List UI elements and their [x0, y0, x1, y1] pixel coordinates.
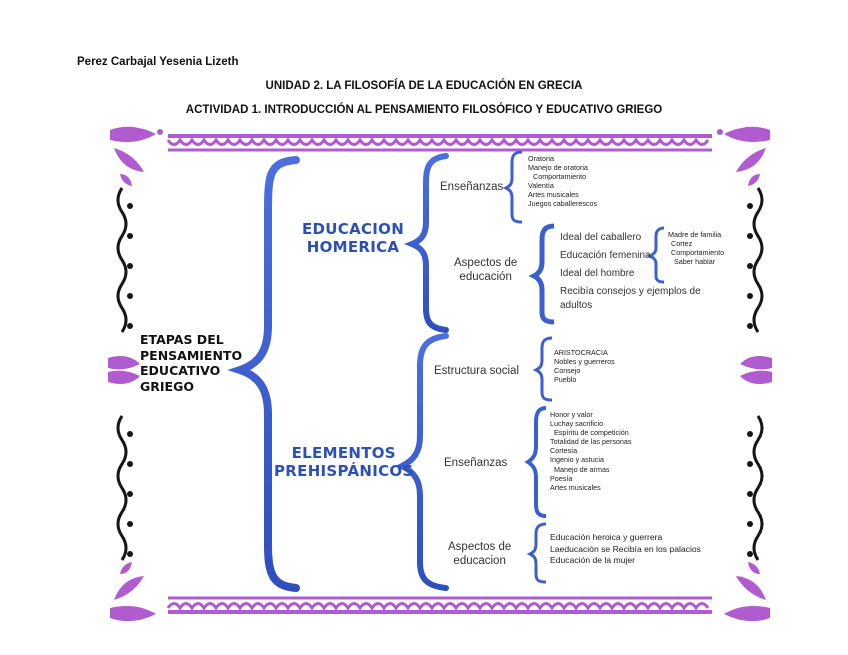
- homerica-ensenanzas-list: Oratoria Manejo de oratoria Comportamien…: [528, 154, 597, 209]
- side-ornament-left-middle: [108, 356, 140, 384]
- root-title-line: PENSAMIENTO: [140, 347, 243, 363]
- list-item: Pueblo: [554, 375, 577, 385]
- brace-prehispanicos-ensenanzas: [524, 406, 547, 518]
- list-item: Manejo de oratoria: [528, 163, 588, 173]
- estructura-social-list: ARISTOCRACIA Nobles y guerreros Consejo …: [554, 348, 615, 384]
- poster-decorations: [108, 126, 772, 622]
- estructura-social-label: Estructura social: [434, 365, 520, 377]
- prehispanicos-aspectos-label-line: educacion: [453, 555, 506, 567]
- aspecto-item: Ideal del hombre: [560, 268, 635, 279]
- list-item: Oratoria: [528, 154, 554, 163]
- corner-ornament-bottom-left: [110, 562, 156, 622]
- homerica-aspectos-label-line: educación: [459, 271, 512, 283]
- brace-prehispanicos-aspectos: [526, 522, 547, 584]
- corner-ornament-bottom-right: [724, 562, 770, 622]
- list-item: Artes musicales: [528, 190, 579, 200]
- list-item: ARISTOCRACIA: [554, 348, 608, 357]
- bottom-border: [166, 596, 712, 614]
- homerica-aspectos-label-line: Aspectos de: [454, 257, 518, 269]
- brace-homerica-aspectos: [528, 223, 555, 325]
- prehispanicos-aspectos-list: Educación heroica y guerrera Laeducación…: [550, 532, 701, 567]
- prehispanicos-title: ELEMENTOS PREHISPÁNICOS: [274, 444, 414, 480]
- list-item: Educación heroica y guerrera: [550, 532, 663, 542]
- list-item: Cortez: [671, 239, 693, 249]
- aspecto-item: Recibía consejos y ejemplos de: [560, 286, 701, 297]
- side-dots-right: [747, 203, 753, 557]
- list-item: Consejo: [554, 366, 581, 376]
- concept-map-poster: ETAPAS DEL PENSAMIENTO EDUCATIVO GRIEGO …: [108, 126, 772, 622]
- list-item: Espíritu de competición: [554, 428, 629, 438]
- prehispanicos-brace: [395, 333, 449, 591]
- aspecto-item: Educación femenina: [560, 250, 651, 261]
- prehispanicos-title-line: PREHISPÁNICOS: [274, 462, 414, 480]
- homerica-ensenanzas-label: Enseñanzas: [440, 181, 504, 193]
- list-item: Saber hablar: [674, 257, 716, 267]
- side-ornament-right-middle: [740, 356, 772, 384]
- list-item: Nobles y guerreros: [554, 357, 615, 367]
- list-item: Laeducación se Recibía en los palacios: [550, 543, 701, 554]
- list-item: Comportamiento: [671, 248, 725, 258]
- main-brace: [227, 156, 300, 592]
- list-item: Luchay sacrificio: [550, 419, 604, 429]
- list-item: Totalidad de las personas: [550, 437, 632, 447]
- homerica-title-line: EDUCACION: [302, 220, 405, 238]
- activity-title: ACTIVIDAD 1. INTRODUCCIÓN AL PENSAMIENTO…: [185, 104, 663, 116]
- side-dots-left: [127, 203, 133, 557]
- brace-homerica-ensenanzas: [502, 150, 523, 224]
- aspecto-item: Ideal del caballero: [560, 232, 642, 243]
- homerica-brace: [403, 153, 449, 333]
- homerica-title: EDUCACION HOMERICA: [302, 220, 404, 256]
- side-waves-left: [116, 187, 128, 561]
- list-item: Honor y valor: [550, 410, 593, 419]
- femenina-list: Madre de familia Cortez Comportamiento S…: [668, 230, 724, 266]
- root-title: ETAPAS DEL PENSAMIENTO EDUCATIVO GRIEGO: [140, 332, 242, 394]
- prehispanicos-aspectos-label-line: Aspectos de: [448, 541, 512, 553]
- root-title-line: GRIEGO: [140, 378, 194, 394]
- list-item: Cortesía: [550, 446, 578, 456]
- list-item: Juegos caballerescos: [528, 199, 598, 209]
- corner-ornament-top-right: [717, 126, 770, 186]
- list-item: Valentía: [528, 181, 554, 191]
- prehispanicos-title-line: ELEMENTOS: [291, 444, 396, 462]
- list-item: Educación de la mujer: [550, 555, 636, 565]
- side-waves-right: [752, 187, 764, 561]
- author-name: Perez Carbajal Yesenia Lizeth: [77, 56, 239, 68]
- prehispanicos-aspectos-label: Aspectos de educacion: [448, 540, 511, 568]
- prehispanicos-ensenanzas-list: Honor y valor Luchay sacrificio Espíritu…: [550, 410, 632, 492]
- homerica-aspectos-label: Aspectos de educación: [454, 256, 517, 284]
- list-item: Comportamiento: [533, 172, 587, 182]
- corner-ornament-top-left: [110, 126, 163, 186]
- list-item: Madre de familia: [668, 230, 722, 239]
- brace-estructura: [532, 336, 553, 402]
- list-item: Poesía: [550, 473, 573, 483]
- top-border: [166, 134, 712, 152]
- list-item: Artes musicales: [550, 482, 601, 492]
- unit-title: UNIDAD 2. LA FILOSOFÍA DE LA EDUCACIÓN E…: [265, 80, 583, 92]
- root-title-line: ETAPAS DEL: [140, 332, 224, 347]
- aspecto-item: adultos: [560, 300, 593, 311]
- list-item: Ingenio y astucia: [550, 455, 604, 465]
- brace-femenina: [646, 226, 665, 284]
- root-title-line: EDUCATIVO: [140, 363, 221, 378]
- list-item: Manejo de armas: [554, 464, 610, 474]
- homerica-title-line: HOMERICA: [306, 238, 400, 256]
- prehispanicos-ensenanzas-label: Enseñanzas: [444, 457, 508, 469]
